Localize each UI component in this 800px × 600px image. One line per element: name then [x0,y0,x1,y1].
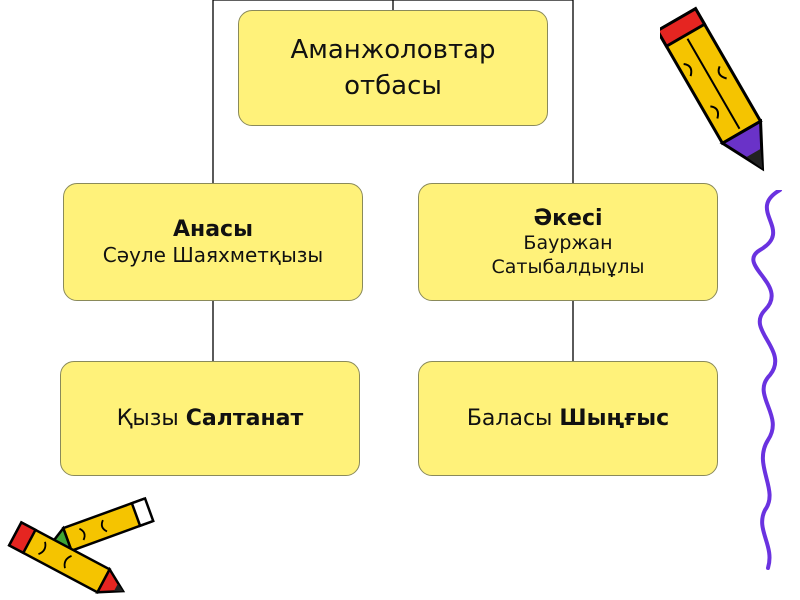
father-name-line-2: Сатыбалдыұлы [491,255,645,278]
daughter-box: Қызы Салтанат [60,361,360,476]
son-box: Баласы Шыңғыс [418,361,718,476]
father-box: Әкесі Бауржан Сатыбалдыұлы [418,183,718,301]
father-label: Әкесі [533,205,603,231]
family-title-box: Аманжоловтар отбасы [238,10,548,126]
daughter-relation: Қызы [116,405,179,431]
mother-label: Анасы [172,216,253,242]
father-name-line-1: Бауржан [523,232,613,254]
pencil-top-right-icon [660,6,765,172]
son-name: Шыңғыс [559,405,670,431]
mother-name: Сәуле Шаяхметқызы [102,243,324,268]
daughter-name: Салтанат [185,405,304,431]
family-title-line-2: отбасы [344,71,442,101]
son-relation: Баласы [466,405,553,431]
mother-box: Анасы Сәуле Шаяхметқызы [63,183,363,301]
pencils-bottom-left-icon [7,496,155,594]
squiggle-line-right [751,190,782,570]
family-title-line-1: Аманжоловтар [290,34,496,65]
